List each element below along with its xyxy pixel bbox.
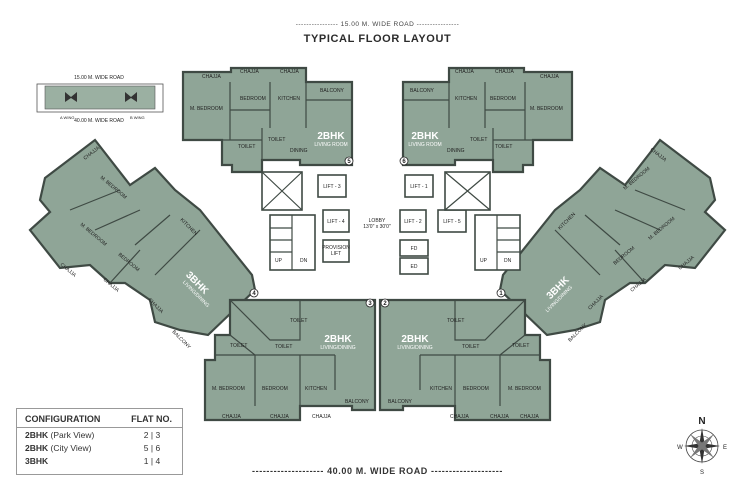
lift-1-label: LIFT - 1	[410, 184, 428, 190]
unit-2: TOILET TOILET TOILET M. BEDROOM BEDROOM …	[378, 298, 552, 422]
configuration-row: 2BHK (Park View) 2 | 3	[25, 429, 161, 440]
svg-text:TOILET: TOILET	[268, 137, 285, 143]
svg-text:TOILET: TOILET	[470, 137, 487, 143]
svg-text:KITCHEN: KITCHEN	[278, 96, 300, 102]
unit-5-type: 2BHK	[317, 131, 345, 142]
road-bottom-label: -------------------- 40.00 M. WIDE ROAD …	[252, 466, 503, 476]
lift-2-label: LIFT - 2	[404, 219, 422, 225]
configuration-table-header: CONFIGURATION FLAT NO.	[17, 409, 182, 428]
flat-no-header: FLAT NO.	[131, 414, 172, 424]
compass-e: E	[723, 445, 727, 451]
key-plan-road-top: 15.00 M. WIDE ROAD	[74, 75, 124, 81]
svg-text:BALCONY: BALCONY	[320, 88, 345, 94]
unit-5: CHAJJA CHAJJA CHAJJA M. BEDROOM BEDROOM …	[181, 66, 354, 174]
svg-text:BEDROOM: BEDROOM	[240, 96, 266, 102]
key-plan: 15.00 M. WIDE ROAD A WING B WING 40.00 M…	[36, 75, 164, 124]
svg-text:BEDROOM: BEDROOM	[490, 96, 516, 102]
unit-2-type: 2BHK	[401, 334, 429, 345]
svg-text:BALCONY: BALCONY	[410, 88, 435, 94]
configuration-header: CONFIGURATION	[25, 414, 101, 424]
key-plan-road-bottom: 40.00 M. WIDE ROAD	[74, 118, 124, 124]
svg-text:BALCONY: BALCONY	[345, 399, 370, 405]
svg-text:M. BEDROOM: M. BEDROOM	[530, 106, 563, 112]
svg-text:CHAJJA: CHAJJA	[202, 74, 222, 80]
svg-text:CHAJJA: CHAJJA	[520, 414, 540, 420]
svg-text:CHAJJA: CHAJJA	[450, 414, 470, 420]
svg-text:CHAJJA: CHAJJA	[495, 69, 515, 75]
configuration-table: CONFIGURATION FLAT NO. 2BHK (Park View) …	[16, 408, 183, 475]
ed-label: ED	[411, 264, 418, 270]
svg-text:CHAJJA: CHAJJA	[270, 414, 290, 420]
svg-text:M. BEDROOM: M. BEDROOM	[190, 106, 223, 112]
svg-text:TOILET: TOILET	[275, 344, 292, 350]
configuration-row: 2BHK (City View) 5 | 6	[25, 442, 161, 453]
lift-4-label: LIFT - 4	[327, 219, 345, 225]
key-plan-wing-b: B WING	[130, 115, 145, 120]
page-title: TYPICAL FLOOR LAYOUT	[303, 33, 452, 45]
unit-5-number: 5	[347, 159, 351, 165]
svg-text:LIVING ROOM: LIVING ROOM	[408, 142, 441, 148]
svg-text:DN: DN	[300, 258, 308, 264]
svg-text:UP: UP	[480, 258, 488, 264]
svg-text:LIVING ROOM: LIVING ROOM	[314, 142, 347, 148]
svg-text:LIVING/DINING: LIVING/DINING	[320, 345, 355, 351]
unit-4: CHAJJA M. BEDROOM M. BEDROOM BEDROOM KIT…	[28, 138, 259, 351]
lift-5-label: LIFT - 5	[443, 219, 461, 225]
lobby-label: LOBBY	[369, 218, 386, 224]
unit-4-number: 4	[252, 291, 256, 297]
lift-3-label: LIFT - 3	[323, 184, 341, 190]
unit-3-number: 3	[368, 301, 372, 307]
unit-6-number: 6	[402, 159, 406, 165]
svg-text:UP: UP	[275, 258, 283, 264]
svg-text:TOILET: TOILET	[462, 344, 479, 350]
svg-text:TOILET: TOILET	[447, 318, 464, 324]
svg-text:M. BEDROOM: M. BEDROOM	[508, 386, 541, 392]
svg-text:CHAJJA: CHAJJA	[540, 74, 560, 80]
svg-text:CHAJJA: CHAJJA	[312, 414, 332, 420]
configuration-row: 3BHK 1 | 4	[25, 455, 161, 466]
svg-text:TOILET: TOILET	[290, 318, 307, 324]
svg-text:DINING: DINING	[290, 148, 308, 154]
fd-label: FD	[411, 246, 418, 252]
svg-text:TOILET: TOILET	[512, 343, 529, 349]
svg-text:CHAJJA: CHAJJA	[222, 414, 242, 420]
svg-text:KITCHEN: KITCHEN	[455, 96, 477, 102]
svg-text:CHAJJA: CHAJJA	[280, 69, 300, 75]
svg-text:KITCHEN: KITCHEN	[305, 386, 327, 392]
compass-n: N	[698, 416, 705, 427]
svg-text:LIVING/DINING: LIVING/DINING	[397, 345, 432, 351]
unit-3: TOILET TOILET TOILET M. BEDROOM BEDROOM …	[203, 298, 377, 422]
svg-text:BEDROOM: BEDROOM	[262, 386, 288, 392]
unit-6-type: 2BHK	[411, 131, 439, 142]
svg-text:LIFT: LIFT	[331, 251, 341, 257]
unit-1: CHAJJA M. BEDROOM M. BEDROOM BEDROOM KIT…	[496, 138, 727, 343]
svg-text:DN: DN	[504, 258, 512, 264]
key-plan-wing-a: A WING	[60, 115, 74, 120]
svg-text:TOILET: TOILET	[230, 343, 247, 349]
svg-text:DINING: DINING	[447, 148, 465, 154]
svg-text:BALCONY: BALCONY	[388, 399, 413, 405]
svg-text:PROVISION: PROVISION	[322, 245, 350, 251]
svg-text:CHAJJA: CHAJJA	[240, 69, 260, 75]
svg-text:TOILET: TOILET	[238, 144, 255, 150]
compass-s: S	[700, 470, 704, 476]
svg-text:BEDROOM: BEDROOM	[463, 386, 489, 392]
unit-2-number: 2	[383, 301, 387, 307]
compass-w: W	[677, 445, 683, 451]
svg-text:CHAJJA: CHAJJA	[455, 69, 475, 75]
svg-text:KITCHEN: KITCHEN	[430, 386, 452, 392]
core: LIFT - 3 LIFT - 1 LIFT - 4 LIFT - 2 LIFT…	[261, 171, 521, 275]
unit-3-type: 2BHK	[324, 334, 352, 345]
svg-text:M. BEDROOM: M. BEDROOM	[212, 386, 245, 392]
svg-text:CHAJJA: CHAJJA	[490, 414, 510, 420]
compass-rose: N S W E	[677, 416, 727, 476]
unit-6: CHAJJA CHAJJA CHAJJA M. BEDROOM BEDROOM …	[399, 66, 574, 174]
lobby-dimension: 13'0" x 30'0"	[363, 224, 391, 230]
road-top-label: ---------------- 15.00 M. WIDE ROAD ----…	[295, 21, 460, 28]
unit-1-number: 1	[499, 291, 503, 297]
svg-text:TOILET: TOILET	[495, 144, 512, 150]
